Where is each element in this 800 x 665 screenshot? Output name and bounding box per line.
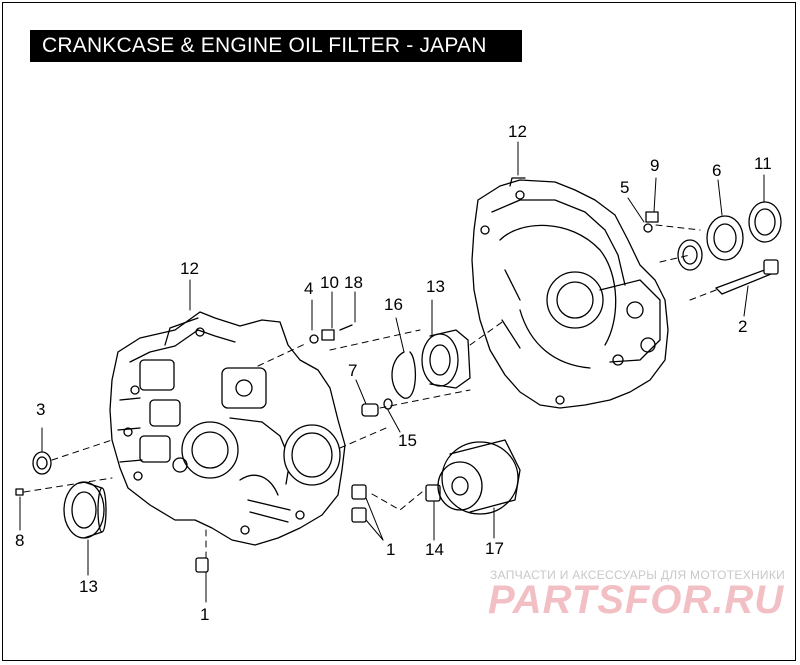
callout-13-right: 13 bbox=[426, 277, 445, 296]
callout-1-bottom: 1 bbox=[200, 605, 209, 624]
callout-12-right: 12 bbox=[508, 122, 527, 141]
callout-17: 17 bbox=[485, 539, 504, 558]
callout-18: 18 bbox=[344, 273, 363, 292]
part-4-10-18-small-parts bbox=[309, 324, 353, 344]
callout-labels: 3 8 13 12 1 4 10 18 7 16 15 1 14 17 13 1… bbox=[15, 122, 772, 624]
part-3-bearing bbox=[32, 451, 52, 475]
callout-4: 4 bbox=[304, 279, 313, 298]
diagram-title: CRANKCASE & ENGINE OIL FILTER - JAPAN bbox=[30, 30, 522, 62]
right-crankcase bbox=[471, 177, 669, 409]
part-8-dowel bbox=[15, 488, 24, 496]
assembly-lines bbox=[23, 224, 717, 559]
callout-16: 16 bbox=[384, 295, 403, 314]
callout-3: 3 bbox=[36, 400, 45, 419]
callout-9: 9 bbox=[650, 156, 659, 175]
callout-6: 6 bbox=[712, 161, 721, 180]
part-7-15-dowels bbox=[361, 398, 393, 417]
part-17-oil-filter bbox=[437, 439, 521, 515]
callout-14: 14 bbox=[425, 540, 444, 559]
watermark-brand: PARTSFOR.RU bbox=[488, 578, 785, 622]
callout-15: 15 bbox=[398, 431, 417, 450]
part-6-11-seals bbox=[677, 201, 782, 271]
watermark-tagline: ЗАПЧАСТИ И АКСЕССУАРЫ ДЛЯ МОТОТЕХНИКИ bbox=[490, 568, 786, 582]
callout-7: 7 bbox=[348, 361, 357, 380]
part-16-retaining-ring bbox=[391, 351, 417, 399]
part-1-plugs bbox=[195, 484, 367, 573]
callout-12-left: 12 bbox=[180, 259, 199, 278]
callout-13-left: 13 bbox=[79, 577, 98, 596]
part-14-nipple bbox=[425, 484, 441, 502]
left-crankcase bbox=[109, 311, 346, 546]
part-13-right-bearing bbox=[421, 329, 471, 389]
callout-10: 10 bbox=[320, 273, 339, 292]
leader-lines bbox=[19, 141, 765, 603]
part-13-left-bearing bbox=[63, 481, 107, 539]
part-5-9-fittings bbox=[643, 211, 659, 233]
callout-2: 2 bbox=[738, 317, 747, 336]
callout-11: 11 bbox=[754, 154, 772, 173]
part-2-bolt bbox=[715, 259, 779, 295]
callout-5: 5 bbox=[620, 178, 629, 197]
callout-8: 8 bbox=[15, 531, 24, 550]
callout-1-right: 1 bbox=[386, 540, 395, 559]
